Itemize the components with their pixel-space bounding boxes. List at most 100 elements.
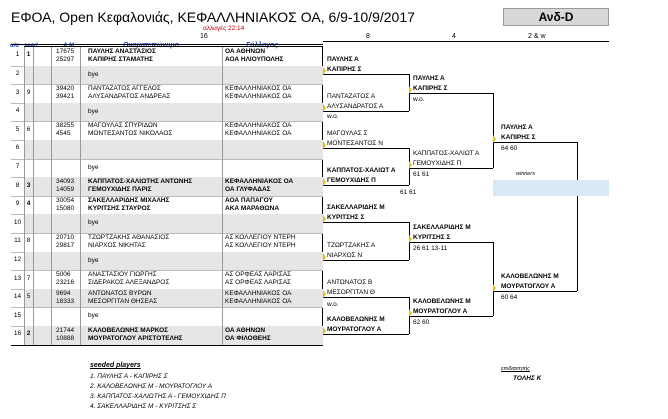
row-number: 6 xyxy=(15,144,20,152)
col-divider xyxy=(222,121,223,140)
player-name: ΚΑΠΙΡΗΣ ΣΤΑΜΑΤΗΣ xyxy=(88,56,153,63)
row-am: 25297 xyxy=(56,56,75,63)
club-name: ΚΕΦΑΛΛΗΝΙΑΚΟΣ ΟΑ xyxy=(225,297,292,305)
referee-label: επιδιαιτητής xyxy=(501,366,530,372)
r8-player: ΚΑΠΠΑΤΟΣ-ΧΑΛΙΩΤ Α xyxy=(327,167,396,175)
row-divider xyxy=(11,344,323,346)
player-name: bye xyxy=(88,312,99,320)
row-seed: 4 xyxy=(26,200,31,208)
row-am: 23216 xyxy=(56,279,75,287)
row-divider xyxy=(11,195,323,197)
row-number: 12 xyxy=(13,255,22,263)
row-number: 16 xyxy=(13,330,22,338)
col-divider xyxy=(33,326,34,345)
club-name: ΚΕΦΑΛΛΗΝΙΑΚΟΣ ΟΑ xyxy=(225,178,294,186)
r4-player: ΚΑΠΙΡΗΣ Σ xyxy=(413,85,448,93)
r4-marker xyxy=(409,86,412,95)
col-divider xyxy=(80,288,81,308)
seeded-item: 4. ΣΑΚΕΛΛΑΡΙΔΗΣ Μ - ΚΥΡΙΤΣΗΣ Σ xyxy=(90,403,197,410)
r4-score: 62 60 xyxy=(413,319,430,327)
col-divider xyxy=(24,177,25,196)
player-name: ΤΖΩΡΤΖΑΚΗΣ ΑΘΑΝΑΣΙΟΣ xyxy=(88,234,170,241)
col-divider xyxy=(24,47,25,66)
club-name: ΚΕΦΑΛΛΗΝΙΑΚΟΣ ΟΑ xyxy=(225,93,292,101)
winner-label: winners xyxy=(516,171,535,177)
row-number: 9 xyxy=(15,200,20,208)
row-number: 13 xyxy=(13,274,22,282)
r8-line xyxy=(323,185,409,187)
r8-marker xyxy=(323,141,326,149)
col-divider xyxy=(24,140,25,159)
col-divider xyxy=(51,84,52,103)
col-divider xyxy=(51,140,52,159)
col-divider xyxy=(222,65,223,85)
col-divider xyxy=(51,326,52,345)
row-shade xyxy=(24,102,323,122)
col-divider xyxy=(51,233,52,252)
col-divider xyxy=(51,177,52,196)
row-am: 21744 xyxy=(56,327,75,334)
row-seed: 3 xyxy=(26,181,31,189)
player-name: ΜΟΝΤΕΣΑΝΤΟΣ ΝΙΚΟΛΑΟΣ xyxy=(88,130,173,138)
r8-player: ΓΕΜΟΥΧΙΔΗΣ Π xyxy=(327,177,376,185)
row-am: 39421 xyxy=(56,93,75,101)
col-divider xyxy=(51,270,52,289)
row-divider xyxy=(11,84,323,86)
winner-box xyxy=(493,180,609,196)
row-seed: 6 xyxy=(26,125,31,133)
club-name: ΟΑ ΑΘΗΝΩΝ xyxy=(225,327,266,334)
r8-marker xyxy=(323,103,326,112)
col-divider xyxy=(80,47,81,66)
r8-line xyxy=(323,334,409,335)
r4-score: 61 61 xyxy=(413,170,430,178)
club-name: ΟΑ ΓΛΥΦΑΔΑΣ xyxy=(225,186,271,194)
row-seed: 8 xyxy=(26,237,31,245)
r8-player: ΜΕΣΟΡΓΙΤΑΝ Θ xyxy=(327,288,375,296)
col-divider xyxy=(222,251,223,271)
r2-line xyxy=(493,142,577,144)
col-divider xyxy=(51,214,52,233)
club-name: ΟΑ ΑΘΗΝΩΝ xyxy=(225,48,266,55)
r8-line xyxy=(323,259,409,261)
col-divider xyxy=(33,233,34,252)
row-am: 34093 xyxy=(56,178,75,186)
r4-line xyxy=(409,242,493,243)
player-name: ΣΙΔΕΡΑΚΟΣ ΑΛΕΞΑΝΔΡΟΣ xyxy=(88,279,170,287)
r2-score: 64 60 xyxy=(501,145,518,153)
row-number: 14 xyxy=(13,293,22,301)
club-name: ΑΣ ΚΟΛΛΕΓΙΟΥ ΝΤΕΡΗ xyxy=(225,242,296,249)
r4-marker xyxy=(409,235,412,243)
referee-name: ΤΟΛΗΣ Κ xyxy=(513,375,542,382)
col-divider xyxy=(33,140,34,159)
club-name: ΚΕΦΑΛΛΗΝΙΑΚΟΣ ΟΑ xyxy=(225,85,292,93)
update-note: αλλαγές 22:14 xyxy=(203,25,245,32)
r2-player: ΜΟΥΡΑΤΟΓΛΟΥ Α xyxy=(501,283,556,291)
r2-score: 60 64 xyxy=(501,294,518,302)
row-seed: 7 xyxy=(26,274,31,282)
row-shade xyxy=(24,288,323,308)
col-divider xyxy=(222,288,223,308)
col-divider xyxy=(51,102,52,122)
r8-player: ΑΝΤΩΝΑΤΟΣ Β xyxy=(327,278,373,286)
col-divider xyxy=(24,121,25,140)
col-divider xyxy=(80,140,81,159)
row-shade xyxy=(24,326,323,345)
col-divider xyxy=(80,326,81,345)
r8-player: ΚΑΠΙΡΗΣ Σ xyxy=(327,65,362,73)
col-round8: 8 xyxy=(366,33,370,40)
r4-marker xyxy=(409,309,412,318)
row-shade xyxy=(24,177,323,196)
club-name: ΚΕΦΑΛΛΗΝΙΑΚΟΣ ΟΑ xyxy=(225,289,292,297)
col-divider xyxy=(33,102,34,122)
col-divider xyxy=(24,270,25,289)
row-seed: 9 xyxy=(26,88,31,96)
r8-line xyxy=(323,296,409,298)
r8-marker xyxy=(323,178,326,187)
row-seed: 1 xyxy=(26,51,31,59)
col-divider xyxy=(222,47,223,66)
r4-player: ΜΟΥΡΑΤΟΓΛΟΥ Α xyxy=(413,308,468,316)
player-name: ΝΙΑΡΧΟΣ ΝΙΚΗΤΑΣ xyxy=(88,242,146,249)
r8-marker xyxy=(323,327,326,335)
row-seed: 5 xyxy=(26,293,31,301)
row-am: 4545 xyxy=(56,130,71,138)
